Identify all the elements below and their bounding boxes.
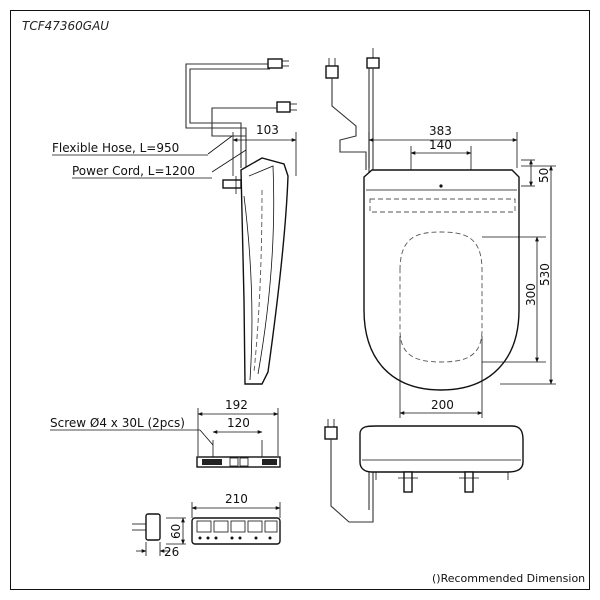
remote-control-view: 210 60 26 (132, 492, 281, 559)
remote-buttons (196, 520, 278, 540)
remote-width-dim: 210 (225, 492, 248, 506)
bowl-length-dim: 300 (524, 283, 538, 306)
model-number: TCF47360GAU (22, 19, 109, 33)
screw-label: Screw Ø4 x 30L (2pcs) (50, 416, 185, 430)
front-offset-dim: 50 (537, 168, 551, 183)
hose-connector-icon (267, 58, 289, 69)
screw-spacing-dim: 120 (227, 416, 250, 430)
hole-spacing-dim: 140 (429, 138, 452, 152)
front-power-plug-icon (324, 419, 338, 440)
power-plug-icon (276, 101, 297, 113)
top-power-plug-icon (325, 58, 339, 79)
front-view (324, 419, 524, 523)
top-width-dim: 383 (429, 124, 452, 138)
recommended-dimension-note: ()Recommended Dimension (432, 572, 585, 585)
remote-depth-dim: 26 (164, 545, 179, 559)
total-length-dim: 530 (538, 263, 552, 286)
power-cord-label: Power Cord, L=1200 (72, 164, 195, 178)
top-hose-connector-icon (366, 48, 380, 69)
remote-holder-view: Screw Ø4 x 30L (2pcs) 192 120 (50, 398, 281, 468)
side-depth-dim: 103 (256, 123, 279, 137)
top-view: 383 140 50 300 530 200 (325, 48, 556, 418)
remote-height-dim: 60 (169, 524, 183, 539)
holder-width-dim: 192 (225, 398, 248, 412)
opening-width-dim: 200 (431, 398, 454, 412)
drawing-frame (10, 10, 590, 590)
side-view: Flexible Hose, L=950 Power Cord, L=1200 … (52, 58, 297, 385)
flexible-hose-label: Flexible Hose, L=950 (52, 141, 179, 155)
